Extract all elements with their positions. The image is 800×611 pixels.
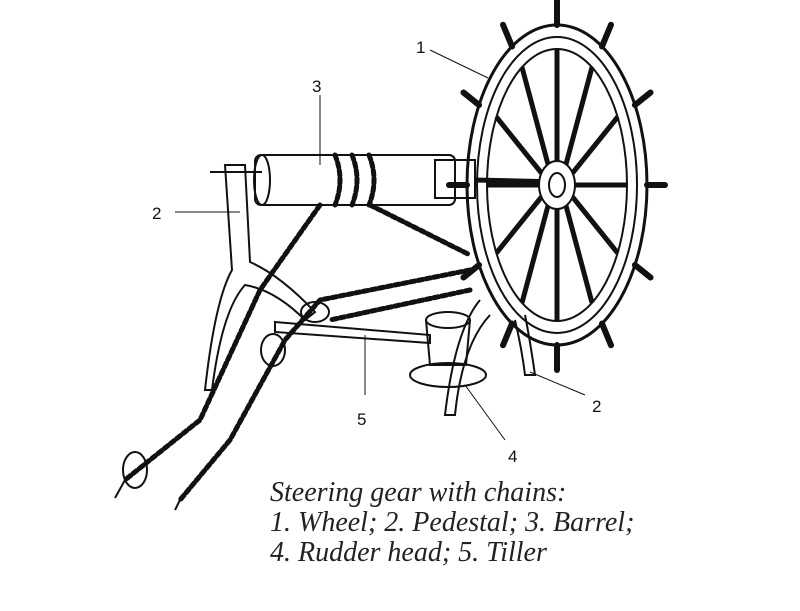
wheel-spoke <box>570 195 620 255</box>
leader-lines <box>175 49 586 441</box>
pulley <box>122 451 148 489</box>
right-pedestal <box>443 299 537 416</box>
wheel-spoke <box>519 66 551 165</box>
wheel-spoke <box>563 205 595 304</box>
caption-title: Steering gear with chains: <box>270 477 567 508</box>
caption-line-2: 4. Rudder head; 5. Tiller <box>270 537 547 568</box>
wheel-spoke <box>519 205 551 304</box>
ship-wheel <box>446 0 668 373</box>
label-wheel: 1 <box>416 38 425 57</box>
barrel-chain-coils <box>332 152 377 208</box>
wheel-handle <box>500 21 515 50</box>
wheel-handle <box>599 21 614 50</box>
caption: Steering gear with chains: 1. Wheel; 2. … <box>270 478 634 568</box>
label-pedestal-right: 2 <box>592 397 601 416</box>
rudder-head <box>409 311 487 388</box>
left-pedestal <box>203 164 317 391</box>
wheel-handle <box>631 262 654 281</box>
label-pedestal-left: 2 <box>152 204 161 223</box>
wheel-spoke <box>494 115 544 175</box>
caption-line-1: 1. Wheel; 2. Pedestal; 3. Barrel; <box>270 507 635 538</box>
label-barrel: 3 <box>312 77 321 96</box>
label-rudder-head: 4 <box>508 447 517 466</box>
wheel-handle <box>500 320 515 349</box>
wheel-handle <box>460 89 483 108</box>
wheel-handle <box>631 89 654 108</box>
wheel-spoke <box>563 66 595 165</box>
label-tiller: 5 <box>357 410 366 429</box>
wheel-handle <box>599 320 614 349</box>
chains <box>114 202 473 511</box>
barrel <box>253 154 561 206</box>
pulley <box>260 333 286 367</box>
tiller <box>274 320 431 345</box>
wheel-spoke <box>570 115 620 175</box>
wheel-spoke <box>494 195 544 255</box>
wheel-handle <box>460 262 483 281</box>
pulley <box>300 301 330 323</box>
